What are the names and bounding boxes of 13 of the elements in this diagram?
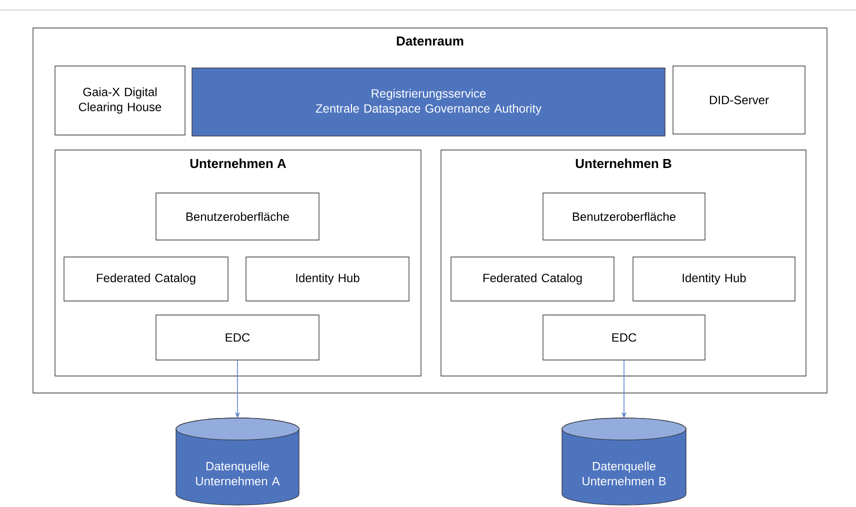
component-box: Federated Catalog [64,256,228,302]
component-box: DID-Server [672,66,806,134]
component-box: Identity Hub [246,256,410,302]
component-box: Federated Catalog [450,256,614,302]
database-cylinder: Datenquelle Unternehmen B [562,418,686,506]
component-box: EDC [156,314,320,360]
component-box: Identity Hub [632,256,796,302]
component-box: Gaia-X Digital Clearing House [54,66,186,136]
database-cylinder: Datenquelle Unternehmen A [176,418,300,506]
service-box: Registrierungsservice Zentrale Dataspace Governance Authority [192,68,666,136]
component-box: EDC [542,314,706,360]
component-box: Benutzeroberfläche [542,192,706,240]
component-box: Benutzeroberfläche [156,192,320,240]
